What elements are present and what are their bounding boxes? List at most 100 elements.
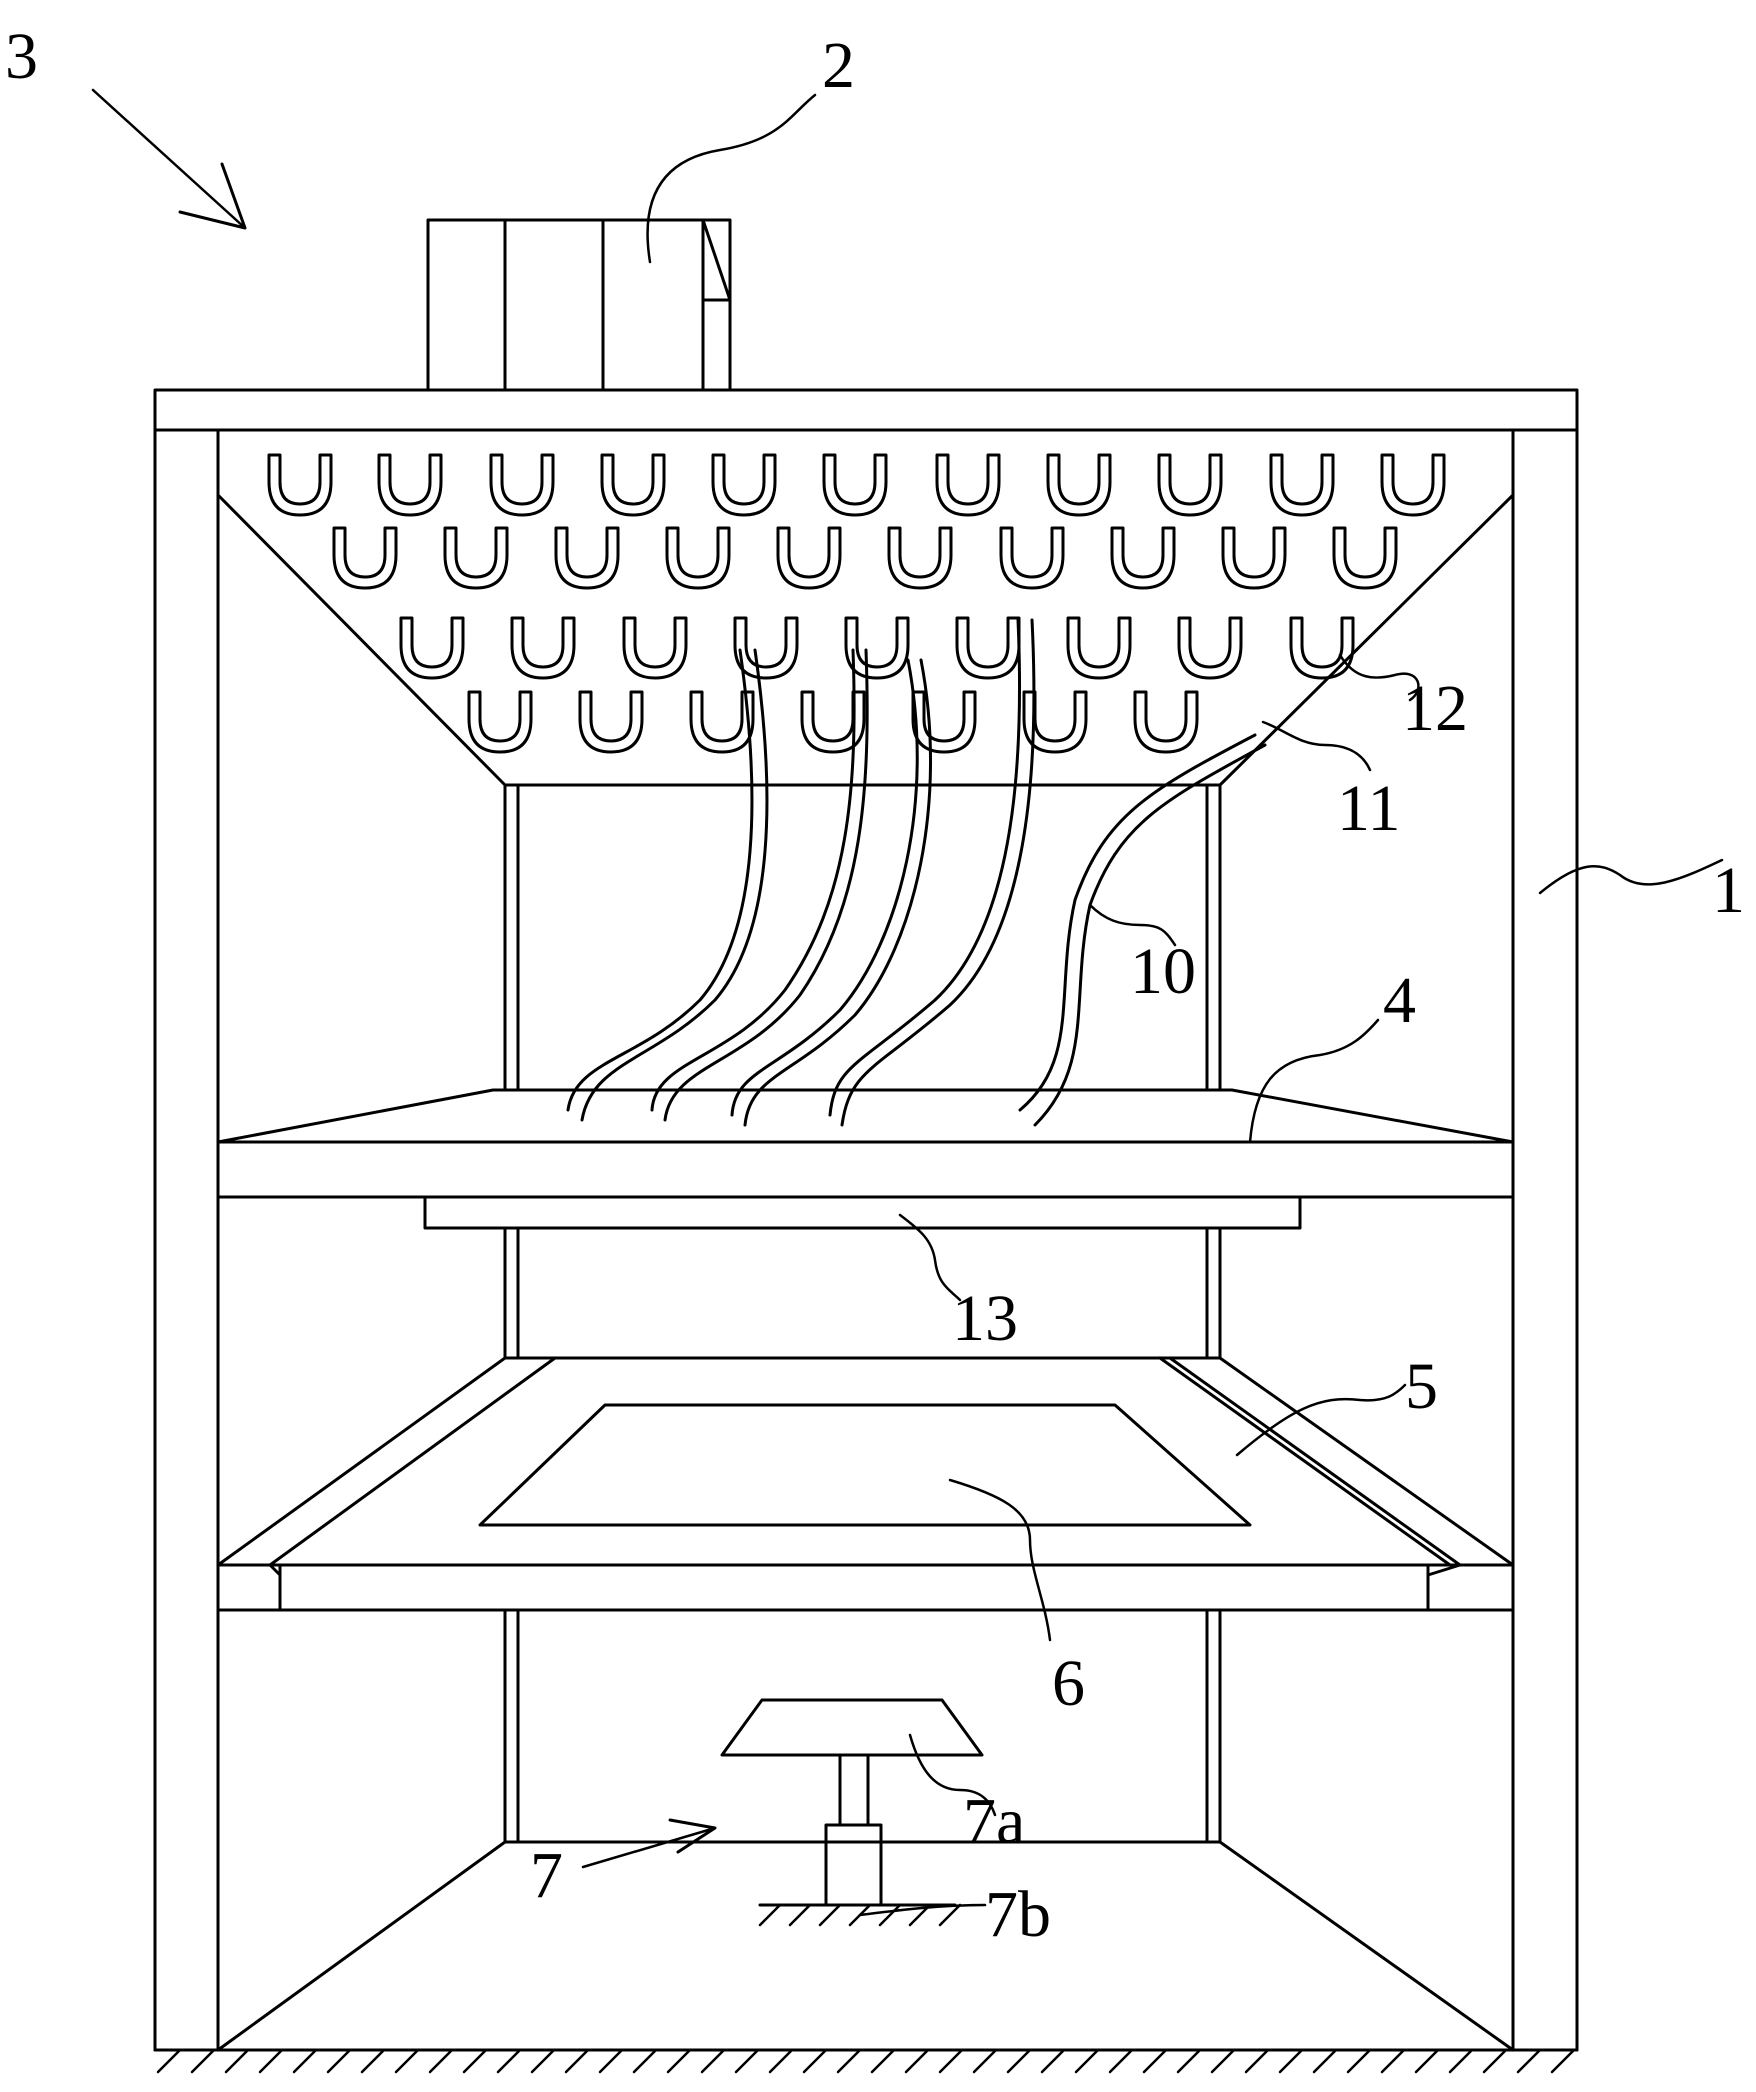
hatch-mark bbox=[1280, 2050, 1302, 2072]
hatch-mark bbox=[702, 2050, 724, 2072]
hook bbox=[1382, 455, 1444, 515]
hatch-mark bbox=[736, 2050, 758, 2072]
hatch-mark bbox=[192, 2050, 214, 2072]
hatch-mark bbox=[1246, 2050, 1268, 2072]
hatch-mark bbox=[974, 2050, 996, 2072]
hook bbox=[713, 455, 775, 515]
hatch-mark bbox=[872, 2050, 894, 2072]
hatch-mark bbox=[906, 2050, 928, 2072]
cabinet-frame bbox=[155, 390, 1577, 2050]
hook bbox=[1068, 618, 1130, 678]
hatch-mark bbox=[498, 2050, 520, 2072]
tubes bbox=[568, 620, 1265, 1125]
hook bbox=[1291, 618, 1353, 678]
hatch-mark bbox=[328, 2050, 350, 2072]
plate-4 bbox=[218, 1090, 1513, 1197]
label-4: 4 bbox=[1383, 964, 1416, 1037]
hook bbox=[624, 618, 686, 678]
leader-lines bbox=[93, 90, 1722, 1915]
hook bbox=[1112, 528, 1174, 588]
hook bbox=[1048, 455, 1110, 515]
hatch-mark bbox=[1552, 2050, 1574, 2072]
hook bbox=[512, 618, 574, 678]
hatch-mark bbox=[1416, 2050, 1438, 2072]
label-11: 11 bbox=[1337, 772, 1401, 845]
hatch-mark bbox=[1484, 2050, 1506, 2072]
hook bbox=[1159, 455, 1221, 515]
lifter-7 bbox=[722, 1700, 982, 1925]
hatch-mark bbox=[158, 2050, 180, 2072]
hatch-mark bbox=[940, 2050, 962, 2072]
label-13: 13 bbox=[952, 1282, 1018, 1355]
hook bbox=[580, 692, 642, 752]
label-5: 5 bbox=[1405, 1350, 1438, 1423]
hatch-mark bbox=[396, 2050, 418, 2072]
hatch-mark bbox=[1314, 2050, 1336, 2072]
hook bbox=[735, 618, 797, 678]
strip-13 bbox=[425, 1197, 1300, 1358]
hook bbox=[269, 455, 331, 515]
hook bbox=[913, 692, 975, 752]
hatch-mark bbox=[532, 2050, 554, 2072]
hatch-mark bbox=[1110, 2050, 1132, 2072]
hook bbox=[667, 528, 729, 588]
hatch-mark bbox=[770, 2050, 792, 2072]
hatch-mark bbox=[804, 2050, 826, 2072]
hatch-mark bbox=[760, 1905, 780, 1925]
top-unit bbox=[428, 220, 730, 390]
hatch-mark bbox=[790, 1905, 810, 1925]
hook bbox=[1001, 528, 1063, 588]
label-1: 1 bbox=[1712, 854, 1745, 927]
hatch-mark bbox=[880, 1905, 900, 1925]
hatch-mark bbox=[464, 2050, 486, 2072]
label-10: 10 bbox=[1130, 935, 1196, 1008]
hook bbox=[957, 618, 1019, 678]
ground-hatch bbox=[155, 2050, 1577, 2072]
hatch-mark bbox=[1042, 2050, 1064, 2072]
hatch-mark bbox=[1348, 2050, 1370, 2072]
label-12: 12 bbox=[1402, 672, 1468, 745]
hatch-mark bbox=[362, 2050, 384, 2072]
hatch-mark bbox=[1008, 2050, 1030, 2072]
hook bbox=[1135, 692, 1197, 752]
label-7b: 7b bbox=[985, 1878, 1051, 1951]
hook bbox=[334, 528, 396, 588]
hook bbox=[556, 528, 618, 588]
hook bbox=[469, 692, 531, 752]
lifter-head-7a bbox=[722, 1700, 982, 1755]
hatch-mark bbox=[294, 2050, 316, 2072]
lower-section bbox=[218, 1610, 1513, 2050]
hook bbox=[691, 692, 753, 752]
hatch-mark bbox=[1178, 2050, 1200, 2072]
hook-rack bbox=[269, 455, 1444, 752]
hook bbox=[846, 618, 908, 678]
hook bbox=[824, 455, 886, 515]
hatch-mark bbox=[566, 2050, 588, 2072]
hook bbox=[401, 618, 463, 678]
hatch-mark bbox=[1382, 2050, 1404, 2072]
hatch-mark bbox=[634, 2050, 656, 2072]
hook bbox=[602, 455, 664, 515]
hook bbox=[1223, 528, 1285, 588]
label-6: 6 bbox=[1052, 1647, 1085, 1720]
hatch-mark bbox=[1212, 2050, 1234, 2072]
hatch-mark bbox=[1144, 2050, 1166, 2072]
hook bbox=[889, 528, 951, 588]
hatch-mark bbox=[226, 2050, 248, 2072]
label-7a: 7a bbox=[963, 1785, 1025, 1858]
hatch-mark bbox=[600, 2050, 622, 2072]
hook bbox=[937, 455, 999, 515]
lifter-base-7b bbox=[826, 1825, 881, 1905]
hatch-mark bbox=[1518, 2050, 1540, 2072]
hook bbox=[1334, 528, 1396, 588]
hook bbox=[379, 455, 441, 515]
hatch-mark bbox=[668, 2050, 690, 2072]
hatch-mark bbox=[1076, 2050, 1098, 2072]
tray-5 bbox=[218, 1358, 1513, 1610]
hook bbox=[1271, 455, 1333, 515]
hook bbox=[778, 528, 840, 588]
hatch-mark bbox=[260, 2050, 282, 2072]
hook bbox=[1179, 618, 1241, 678]
hatch-mark bbox=[940, 1905, 960, 1925]
